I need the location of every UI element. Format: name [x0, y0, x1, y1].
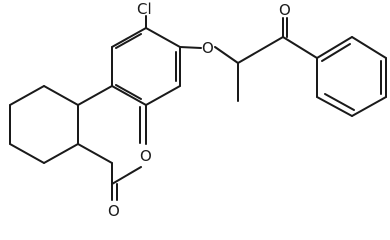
bonds	[9, 15, 387, 201]
bond-ph-2	[351, 36, 387, 59]
bond-c6a-c6	[77, 143, 113, 164]
bond-c2-o	[179, 46, 202, 49]
bond-ring-a-inner-3	[115, 33, 142, 49]
atom-labels: Cl O O O O	[108, 0, 291, 220]
bond-c3-c4	[145, 85, 181, 106]
bond-c1-c2	[145, 27, 181, 48]
bond-c6-c1	[111, 27, 147, 48]
bond-ring-a-inner-2	[115, 84, 142, 100]
bond-o-ring-c	[111, 166, 142, 185]
bond-c4-c5	[111, 85, 147, 106]
bond-ph-inner-3	[324, 93, 355, 111]
bond-ch-co	[237, 36, 284, 64]
bond-ch-5	[43, 143, 79, 164]
bond-c5-c10b	[77, 85, 113, 106]
bond-ph-5	[316, 96, 353, 117]
bond-ph-1	[316, 36, 353, 59]
bond-co-ph	[282, 36, 318, 59]
bond-o-ch	[214, 46, 239, 64]
atom-lactone-oxygen: O	[108, 202, 120, 220]
atom-chlorine: Cl	[137, 0, 152, 18]
bond-ph-inner-1	[321, 43, 351, 62]
bond-ch-4	[9, 143, 45, 164]
atom-ketone-oxygen: O	[279, 1, 291, 19]
atom-ring-oxygen: O	[140, 147, 152, 165]
bond-ch-2	[9, 85, 45, 106]
atom-ether-oxygen: O	[202, 39, 214, 57]
bond-ch-1	[43, 85, 79, 106]
bond-ph-4	[351, 96, 387, 117]
